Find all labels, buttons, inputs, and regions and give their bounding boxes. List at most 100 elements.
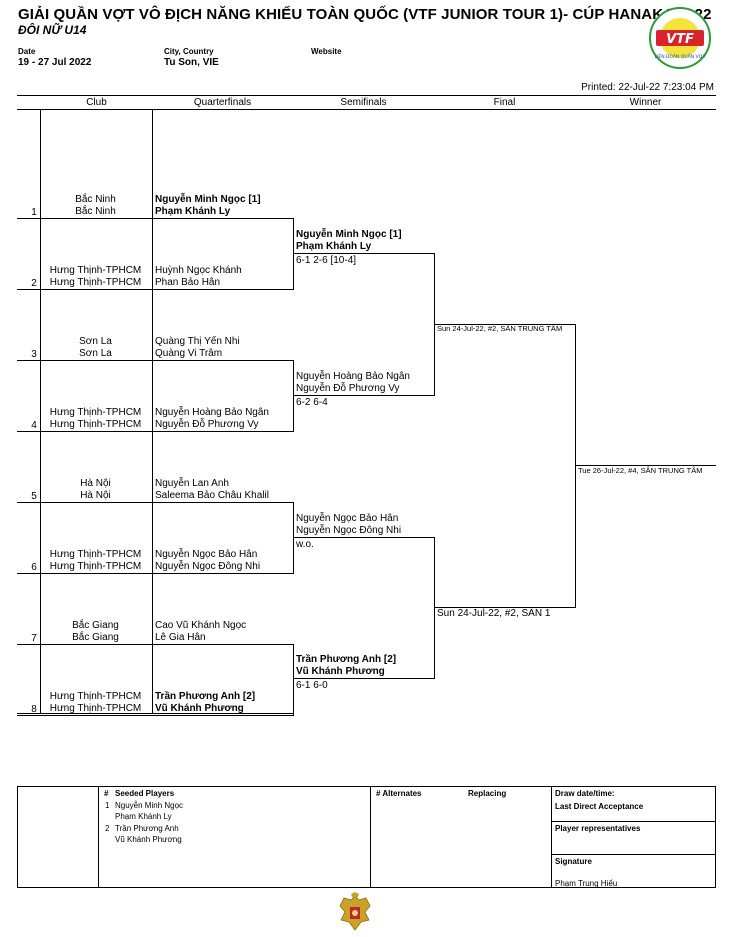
column-semifinals: Semifinals — [340, 97, 387, 108]
semifinal-partner: Phạm Khánh Ly — [296, 241, 372, 252]
date-value: 19 - 27 Jul 2022 — [18, 57, 92, 68]
player-name: Quàng Thị Yến Nhi — [155, 336, 240, 347]
club-name: Bắc Ninh — [75, 194, 116, 205]
club-name: Hưng Thịnh-TPHCM — [49, 419, 142, 430]
draw-line — [293, 537, 434, 538]
player-name: Nguyễn Minh Ngọc [1] — [155, 194, 261, 205]
player-name: Nguyễn Lan Anh — [155, 478, 229, 489]
draw-line — [17, 644, 294, 645]
player-name: Trần Phương Anh [2] — [155, 691, 256, 702]
seed-partner: Phạm Khánh Ly — [115, 812, 172, 821]
vtf-logo-icon: VTF LIÊN ĐOÀN QUẦN VỢT — [649, 7, 711, 69]
vtf-logo: VTF LIÊN ĐOÀN QUẦN VỢT — [644, 6, 716, 70]
club-name: Hưng Thịnh-TPHCM — [49, 703, 142, 714]
draw-line — [17, 289, 294, 290]
club-name: Bắc Giang — [72, 620, 119, 631]
club-name: Hà Nội — [80, 490, 111, 501]
partner-name: Nguyễn Đỗ Phương Vy — [155, 419, 259, 430]
player-reps-label: Player representatives — [555, 824, 641, 833]
draw-line — [575, 465, 716, 466]
club-name: Bắc Giang — [72, 632, 119, 643]
semifinal-player: Nguyễn Ngọc Bảo Hân — [296, 513, 399, 524]
date-label: Date — [18, 47, 36, 56]
draw-position-number: 1 — [31, 207, 37, 218]
draw-line — [575, 324, 576, 608]
match-score: w.o. — [296, 539, 314, 550]
partner-name: Quàng Vi Trâm — [155, 348, 223, 359]
player-name: Cao Vũ Khánh Ngọc — [155, 620, 247, 631]
club-name: Hưng Thịnh-TPHCM — [49, 277, 142, 288]
draw-line — [17, 431, 294, 432]
tournament-title: GIẢI QUẦN VỢT VÔ ĐỊCH NĂNG KHIẾU TOÀN QU… — [18, 6, 712, 23]
event-subtitle: ĐÔI NỮ U14 — [18, 23, 87, 37]
club-name: Sơn La — [79, 348, 112, 359]
seed-num: 1 — [105, 801, 110, 810]
column-quarterfinals: Quarterfinals — [193, 97, 252, 108]
replacing-header: Replacing — [468, 789, 507, 798]
semifinal-partner: Vũ Khánh Phương — [296, 666, 385, 677]
double-eagle-emblem-icon — [339, 892, 371, 931]
player-name: Nguyễn Ngọc Bảo Hân — [155, 549, 258, 560]
partner-name: Phan Bảo Hân — [155, 277, 221, 288]
logo-caption: LIÊN ĐOÀN QUẦN VỢT — [655, 52, 706, 60]
club-name: Hà Nội — [80, 478, 111, 489]
club-name: Hưng Thịnh-TPHCM — [49, 691, 142, 702]
column-final: Final — [493, 97, 516, 108]
draw-line — [17, 360, 294, 361]
partner-name: Vũ Khánh Phương — [155, 703, 244, 714]
column-club: Club — [86, 97, 107, 108]
semifinal-player: Trần Phương Anh [2] — [296, 654, 397, 665]
printed-timestamp: Printed: 22-Jul-22 7:23:04 PM — [581, 82, 714, 93]
alternates-header: # Alternates — [376, 789, 422, 798]
partner-name: Saleema Bảo Châu Khalil — [155, 490, 269, 501]
draw-position-number: 5 — [31, 491, 37, 502]
city-value: Tu Son, VIE — [164, 57, 219, 68]
player-name: Huỳnh Ngọc Khánh — [155, 265, 242, 276]
partner-name: Lê Gia Hân — [155, 632, 206, 643]
partner-name: Nguyễn Ngọc Đông Nhi — [155, 561, 261, 572]
seeded-num-header: # — [104, 789, 109, 798]
draw-line — [17, 715, 294, 716]
column-winner: Winner — [629, 97, 662, 108]
draw-line — [17, 502, 294, 503]
draw-position-number: 6 — [31, 562, 37, 573]
club-name: Hưng Thịnh-TPHCM — [49, 549, 142, 560]
draw-line — [293, 678, 434, 679]
match-schedule: Sun 24-Jul-22, #2, SÂN 1 — [437, 608, 551, 619]
seed-num: 2 — [105, 824, 110, 833]
draw-line — [434, 537, 435, 679]
semifinal-player: Nguyễn Hoàng Bảo Ngân — [296, 371, 410, 382]
club-name: Bắc Ninh — [75, 206, 116, 217]
draw-date-label: Draw date/time: — [555, 789, 615, 798]
seed-player: Trần Phương Anh — [115, 824, 179, 833]
draw-position-number: 3 — [31, 349, 37, 360]
signer-name: Phạm Trung Hiếu — [555, 879, 618, 888]
draw-position-number: 4 — [31, 420, 37, 431]
match-schedule: Tue 26-Jul-22, #4, SÂN TRUNG TÂM — [578, 466, 703, 475]
match-score: 6-1 6-0 — [296, 680, 328, 691]
last-direct-label: Last Direct Acceptance — [555, 802, 644, 811]
match-score: 6-1 2-6 [10-4] — [296, 255, 357, 266]
draw-line — [434, 607, 575, 608]
website-label: Website — [311, 47, 342, 56]
draw-line — [293, 360, 294, 432]
emblem — [336, 892, 374, 932]
city-label: City, Country — [164, 47, 214, 56]
logo-text: VTF — [666, 32, 694, 47]
draw-line — [293, 502, 294, 574]
semifinal-partner: Nguyễn Ngọc Đông Nhi — [296, 525, 402, 536]
seed-partner: Vũ Khánh Phương — [115, 835, 182, 844]
seeded-header: Seeded Players — [115, 789, 175, 798]
club-name: Hưng Thịnh-TPHCM — [49, 407, 142, 418]
semifinal-player: Nguyễn Minh Ngọc [1] — [296, 229, 402, 240]
player-name: Nguyễn Hoàng Bảo Ngân — [155, 407, 269, 418]
draw-position-number: 7 — [31, 633, 37, 644]
seed-player: Nguyễn Minh Ngọc — [115, 801, 184, 810]
match-schedule: Sun 24-Jul-22, #2, SÂN TRUNG TÂM — [437, 324, 563, 333]
draw-position-number: 8 — [31, 704, 37, 715]
semifinal-partner: Nguyễn Đỗ Phương Vy — [296, 383, 400, 394]
draw-line — [293, 218, 294, 290]
draw-line — [293, 253, 434, 254]
draw-line — [293, 395, 434, 396]
club-name: Hưng Thịnh-TPHCM — [49, 265, 142, 276]
